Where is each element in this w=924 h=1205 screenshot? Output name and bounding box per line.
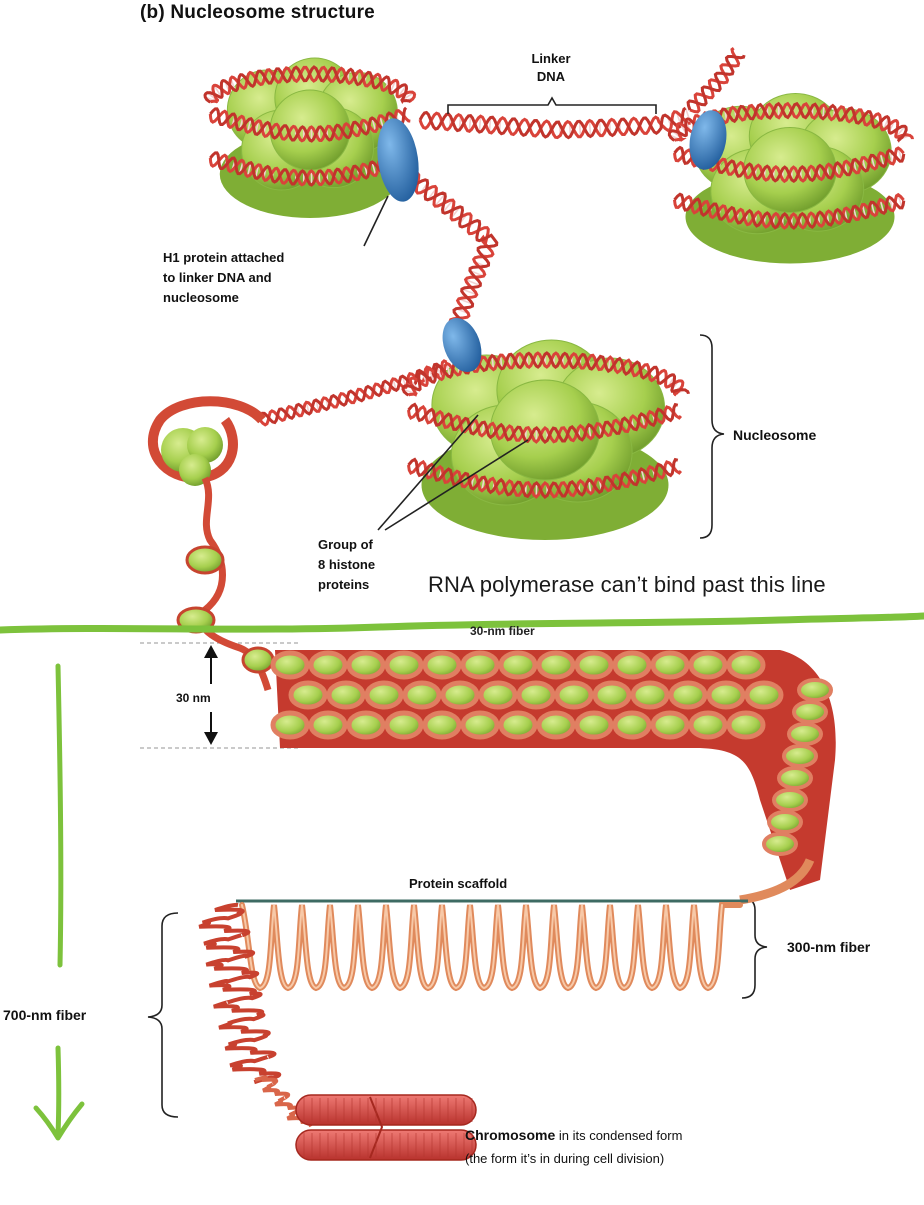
fiber-nucleosome <box>349 713 383 737</box>
fiber-30nm-label-partial: 30-nm fiber <box>470 624 535 638</box>
fiber-300nm-label: 300-nm fiber <box>787 937 870 959</box>
fiber-nucleosome <box>329 683 363 707</box>
fiber-nucleosome <box>425 653 459 677</box>
histone-group-label: Group of 8 histone proteins <box>318 535 428 595</box>
fiber-nucleosome <box>799 680 831 700</box>
fiber-nucleosome <box>273 713 307 737</box>
fiber-nucleosome <box>789 724 821 744</box>
fiber-nucleosome <box>691 713 725 737</box>
fiber-nucleosome <box>729 713 763 737</box>
dimension-30nm-label: 30 nm <box>176 689 211 708</box>
fiber-nucleosome <box>273 653 307 677</box>
nucleosome-bracket <box>700 335 724 538</box>
linker-dna-label-line1: Linker <box>516 50 586 68</box>
handwritten-arrow-down-icon <box>36 1048 82 1138</box>
linker-dna-bracket <box>448 98 656 114</box>
handwritten-arrow-shaft <box>58 666 61 965</box>
fiber-700nm-label: 700-nm fiber <box>3 1005 86 1027</box>
fiber-nucleosome <box>653 653 687 677</box>
h1-label-line1: H1 protein attached <box>163 248 353 268</box>
fiber-nucleosome <box>501 713 535 737</box>
fiber-nucleosome <box>691 653 725 677</box>
linker-dna-label: Linker DNA <box>516 50 586 85</box>
fiber-nucleosome <box>519 683 553 707</box>
chromatin-loops-highlight <box>242 905 722 988</box>
group-label-line3: proteins <box>318 575 428 595</box>
histone-bead <box>243 648 273 672</box>
chromatid <box>296 1095 476 1125</box>
fiber-700nm-body <box>199 905 312 1126</box>
fiber-nucleosome <box>443 683 477 707</box>
fiber-nucleosome <box>349 653 383 677</box>
fiber-nucleosome <box>615 653 649 677</box>
fiber-nucleosome <box>463 653 497 677</box>
fiber-nucleosome <box>653 713 687 737</box>
chromosome-label: Chromosome in its condensed form (the fo… <box>465 1124 805 1170</box>
fiber-nucleosome <box>671 683 705 707</box>
group-label-line1: Group of <box>318 535 428 555</box>
fiber-nucleosome <box>709 683 743 707</box>
chromosome-label-line2: (the form it’s in during cell division) <box>465 1148 805 1170</box>
fiber-nucleosome <box>794 702 826 722</box>
fiber-nucleosome <box>557 683 591 707</box>
dna-base-pair <box>590 121 591 137</box>
arrowhead-up-icon <box>204 645 218 658</box>
chromatid <box>296 1130 476 1160</box>
chromosome <box>296 1095 476 1160</box>
chromosome-label-rest: in its condensed form <box>555 1128 682 1143</box>
fiber-nucleosome <box>501 653 535 677</box>
fiber-nucleosome <box>311 713 345 737</box>
fiber-nucleosome <box>539 713 573 737</box>
fiber-nucleosome <box>291 683 325 707</box>
fiber-nucleosome <box>633 683 667 707</box>
fiber-300nm <box>236 901 748 988</box>
fiber-nucleosome <box>729 653 763 677</box>
linker-dna-label-line2: DNA <box>516 68 586 86</box>
fiber-nucleosome <box>387 713 421 737</box>
handwritten-note: RNA polymerase can’t bind past this line <box>428 572 826 598</box>
fiber-nucleosome <box>311 653 345 677</box>
nucleosome-label: Nucleosome <box>733 425 816 447</box>
h1-label-line2: to linker DNA and <box>163 268 353 288</box>
fiber-nucleosome <box>779 768 811 788</box>
fiber-nucleosome <box>387 653 421 677</box>
fiber-nucleosome <box>784 746 816 766</box>
figure-title: (b) Nucleosome structure <box>140 0 375 27</box>
condensed-chromatin <box>199 905 279 1082</box>
fiber-nucleosome <box>425 713 459 737</box>
coiled-solenoid-start <box>153 401 273 690</box>
chromosome-label-bold: Chromosome <box>465 1127 555 1143</box>
fiber-30nm-body <box>273 650 836 900</box>
fiber-nucleosome <box>769 812 801 832</box>
fiber-nucleosome <box>774 790 806 810</box>
nucleosome <box>403 340 688 540</box>
fiber-nucleosome <box>577 713 611 737</box>
arrowhead-down-icon <box>204 732 218 745</box>
protein-scaffold-label: Protein scaffold <box>409 874 507 894</box>
fiber-nucleosome <box>615 713 649 737</box>
fiber-nucleosome <box>577 653 611 677</box>
h1-protein-label: H1 protein attached to linker DNA and nu… <box>163 248 353 308</box>
fiber-nucleosome <box>367 683 401 707</box>
h1-label-line3: nucleosome <box>163 288 353 308</box>
fiber-nucleosome <box>595 683 629 707</box>
group-label-line2: 8 histone <box>318 555 428 575</box>
fiber-nucleosome <box>747 683 781 707</box>
handwritten-boundary-line <box>0 616 924 630</box>
fiber-nucleosome <box>481 683 515 707</box>
fiber-nucleosome <box>764 834 796 854</box>
fiber-700nm-bracket <box>148 913 178 1117</box>
fiber-nucleosome <box>405 683 439 707</box>
fiber-nucleosome <box>539 653 573 677</box>
chromosome-label-line1: Chromosome in its condensed form <box>465 1124 805 1148</box>
fiber-300nm-bracket <box>742 898 767 998</box>
figure-title-text: (b) Nucleosome structure <box>140 2 375 23</box>
fiber-nucleosome <box>463 713 497 737</box>
histone-bead <box>187 547 223 573</box>
